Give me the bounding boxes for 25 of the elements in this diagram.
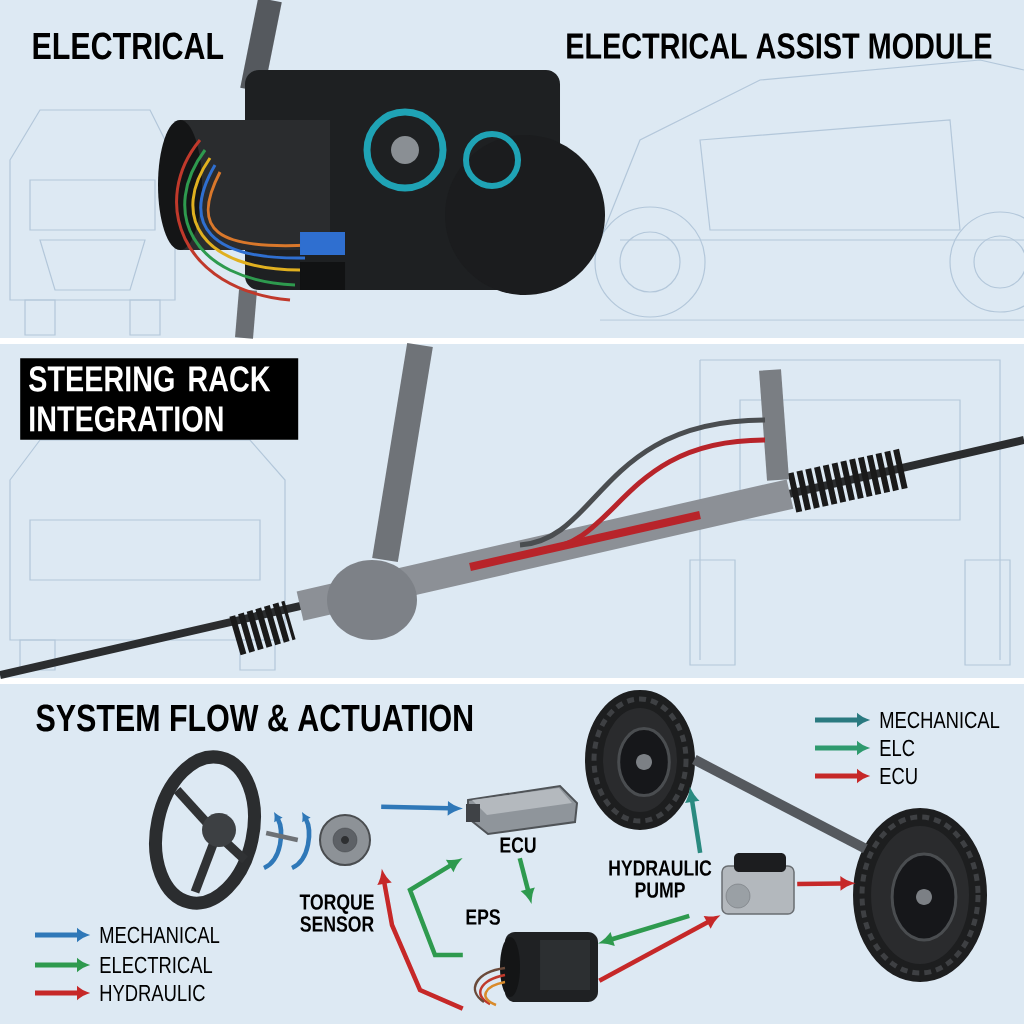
arrow — [601, 913, 690, 946]
arrow — [407, 859, 463, 958]
node-caption: HYDRAULIC PUMP — [609, 860, 712, 898]
heading-box: STEERING RACK INTEGRATION — [20, 358, 299, 440]
node-caption: EPS — [466, 909, 500, 925]
arrow — [378, 872, 464, 1011]
heading: ELECTRICAL — [33, 32, 224, 60]
node-caption: TORQUE SENSOR — [299, 894, 374, 932]
legend-text: ELC — [880, 739, 915, 757]
arrow — [686, 790, 703, 854]
connecting-rod — [692, 755, 868, 853]
tire-drawing — [853, 808, 987, 982]
legend-text: ELECTRICAL — [100, 956, 213, 974]
legend-text: MECHANICAL — [100, 926, 220, 944]
arrow — [598, 916, 718, 983]
connecting-rod — [265, 830, 299, 843]
tire-drawing — [585, 690, 695, 830]
arrow — [797, 877, 853, 890]
legend-text: ECU — [880, 767, 917, 785]
legend-text: MECHANICAL — [880, 711, 1000, 729]
legend-text: HYDRAULIC — [100, 984, 205, 1002]
heading: SYSTEM FLOW & ACTUATION — [36, 704, 473, 732]
node-caption: ECU — [500, 837, 536, 853]
steering-wheel-drawing — [149, 750, 261, 910]
heading: ELECTRICAL ASSIST MODULE — [567, 33, 992, 59]
